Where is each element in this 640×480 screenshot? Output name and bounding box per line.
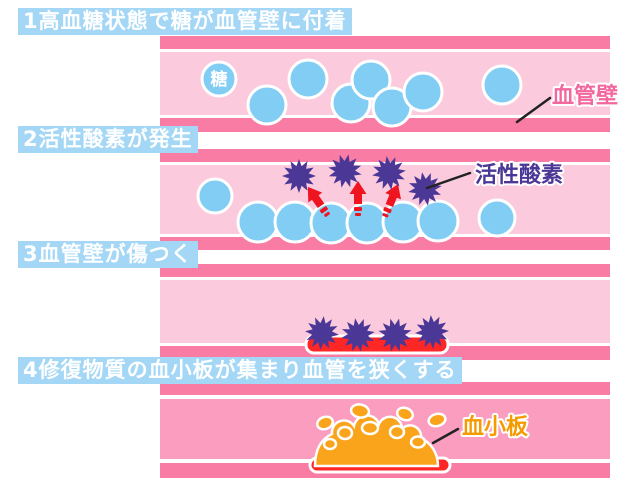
sugar-circle-label: 糖	[211, 69, 228, 90]
sugar-circle	[345, 201, 389, 245]
step2-title: 2活性酸素が発生	[18, 126, 198, 153]
platelet-cell	[388, 424, 406, 440]
platelet-cell	[315, 415, 335, 431]
vessel-step4: 血小板	[160, 382, 610, 478]
sugar-circle	[236, 200, 280, 244]
step1-title: 1高血糖状態で糖が血管壁に付着	[18, 8, 352, 35]
sugar-circle	[196, 177, 234, 215]
vessel-wall-label: 血管壁	[552, 83, 618, 109]
platelet-mound	[313, 414, 440, 468]
vessel-step3	[160, 264, 610, 360]
sugar-circles-group	[200, 58, 523, 128]
sugar-circle	[477, 198, 517, 238]
sugar-circle	[200, 60, 238, 98]
step4-title: 4修復物質の血小板が集まり血管を狭くする	[18, 357, 462, 384]
step3-title: 3血管壁が傷つく	[18, 241, 198, 268]
sugar-circle	[246, 84, 288, 126]
platelet-cell	[322, 437, 338, 451]
sugar-circle	[350, 59, 392, 101]
platelet-cell	[336, 425, 354, 441]
sugar-circle	[309, 201, 353, 245]
vessel-wall-bottom	[160, 237, 610, 250]
sugar-circle	[481, 64, 523, 106]
pointer-line	[515, 96, 552, 124]
platelet-cell	[409, 435, 427, 449]
vessel-wall-top	[160, 382, 610, 395]
vessel-step1: 糖 血管壁	[160, 36, 620, 132]
vessel-wall-top	[160, 149, 610, 162]
sugar-circle	[287, 58, 329, 100]
vessel-wall-top	[160, 264, 610, 277]
sugar-circle	[416, 199, 460, 243]
platelet-cell	[349, 403, 371, 419]
platelet-cell	[360, 420, 380, 436]
platelet-cell	[427, 412, 447, 428]
damage-area	[304, 334, 450, 355]
sugar-circles-group	[196, 177, 517, 245]
pointer-line	[425, 171, 472, 190]
platelet-cell	[395, 406, 415, 422]
sugar-circle	[273, 200, 317, 244]
pointer-line	[431, 427, 460, 445]
vessel-wall-top	[160, 36, 610, 49]
ros-label: 活性酸素	[475, 162, 563, 188]
platelet-ovals-group	[315, 403, 447, 431]
vessel-step2: 活性酸素	[160, 149, 610, 250]
sugar-circle	[402, 71, 444, 113]
platelet-label: 血小板	[462, 414, 529, 440]
